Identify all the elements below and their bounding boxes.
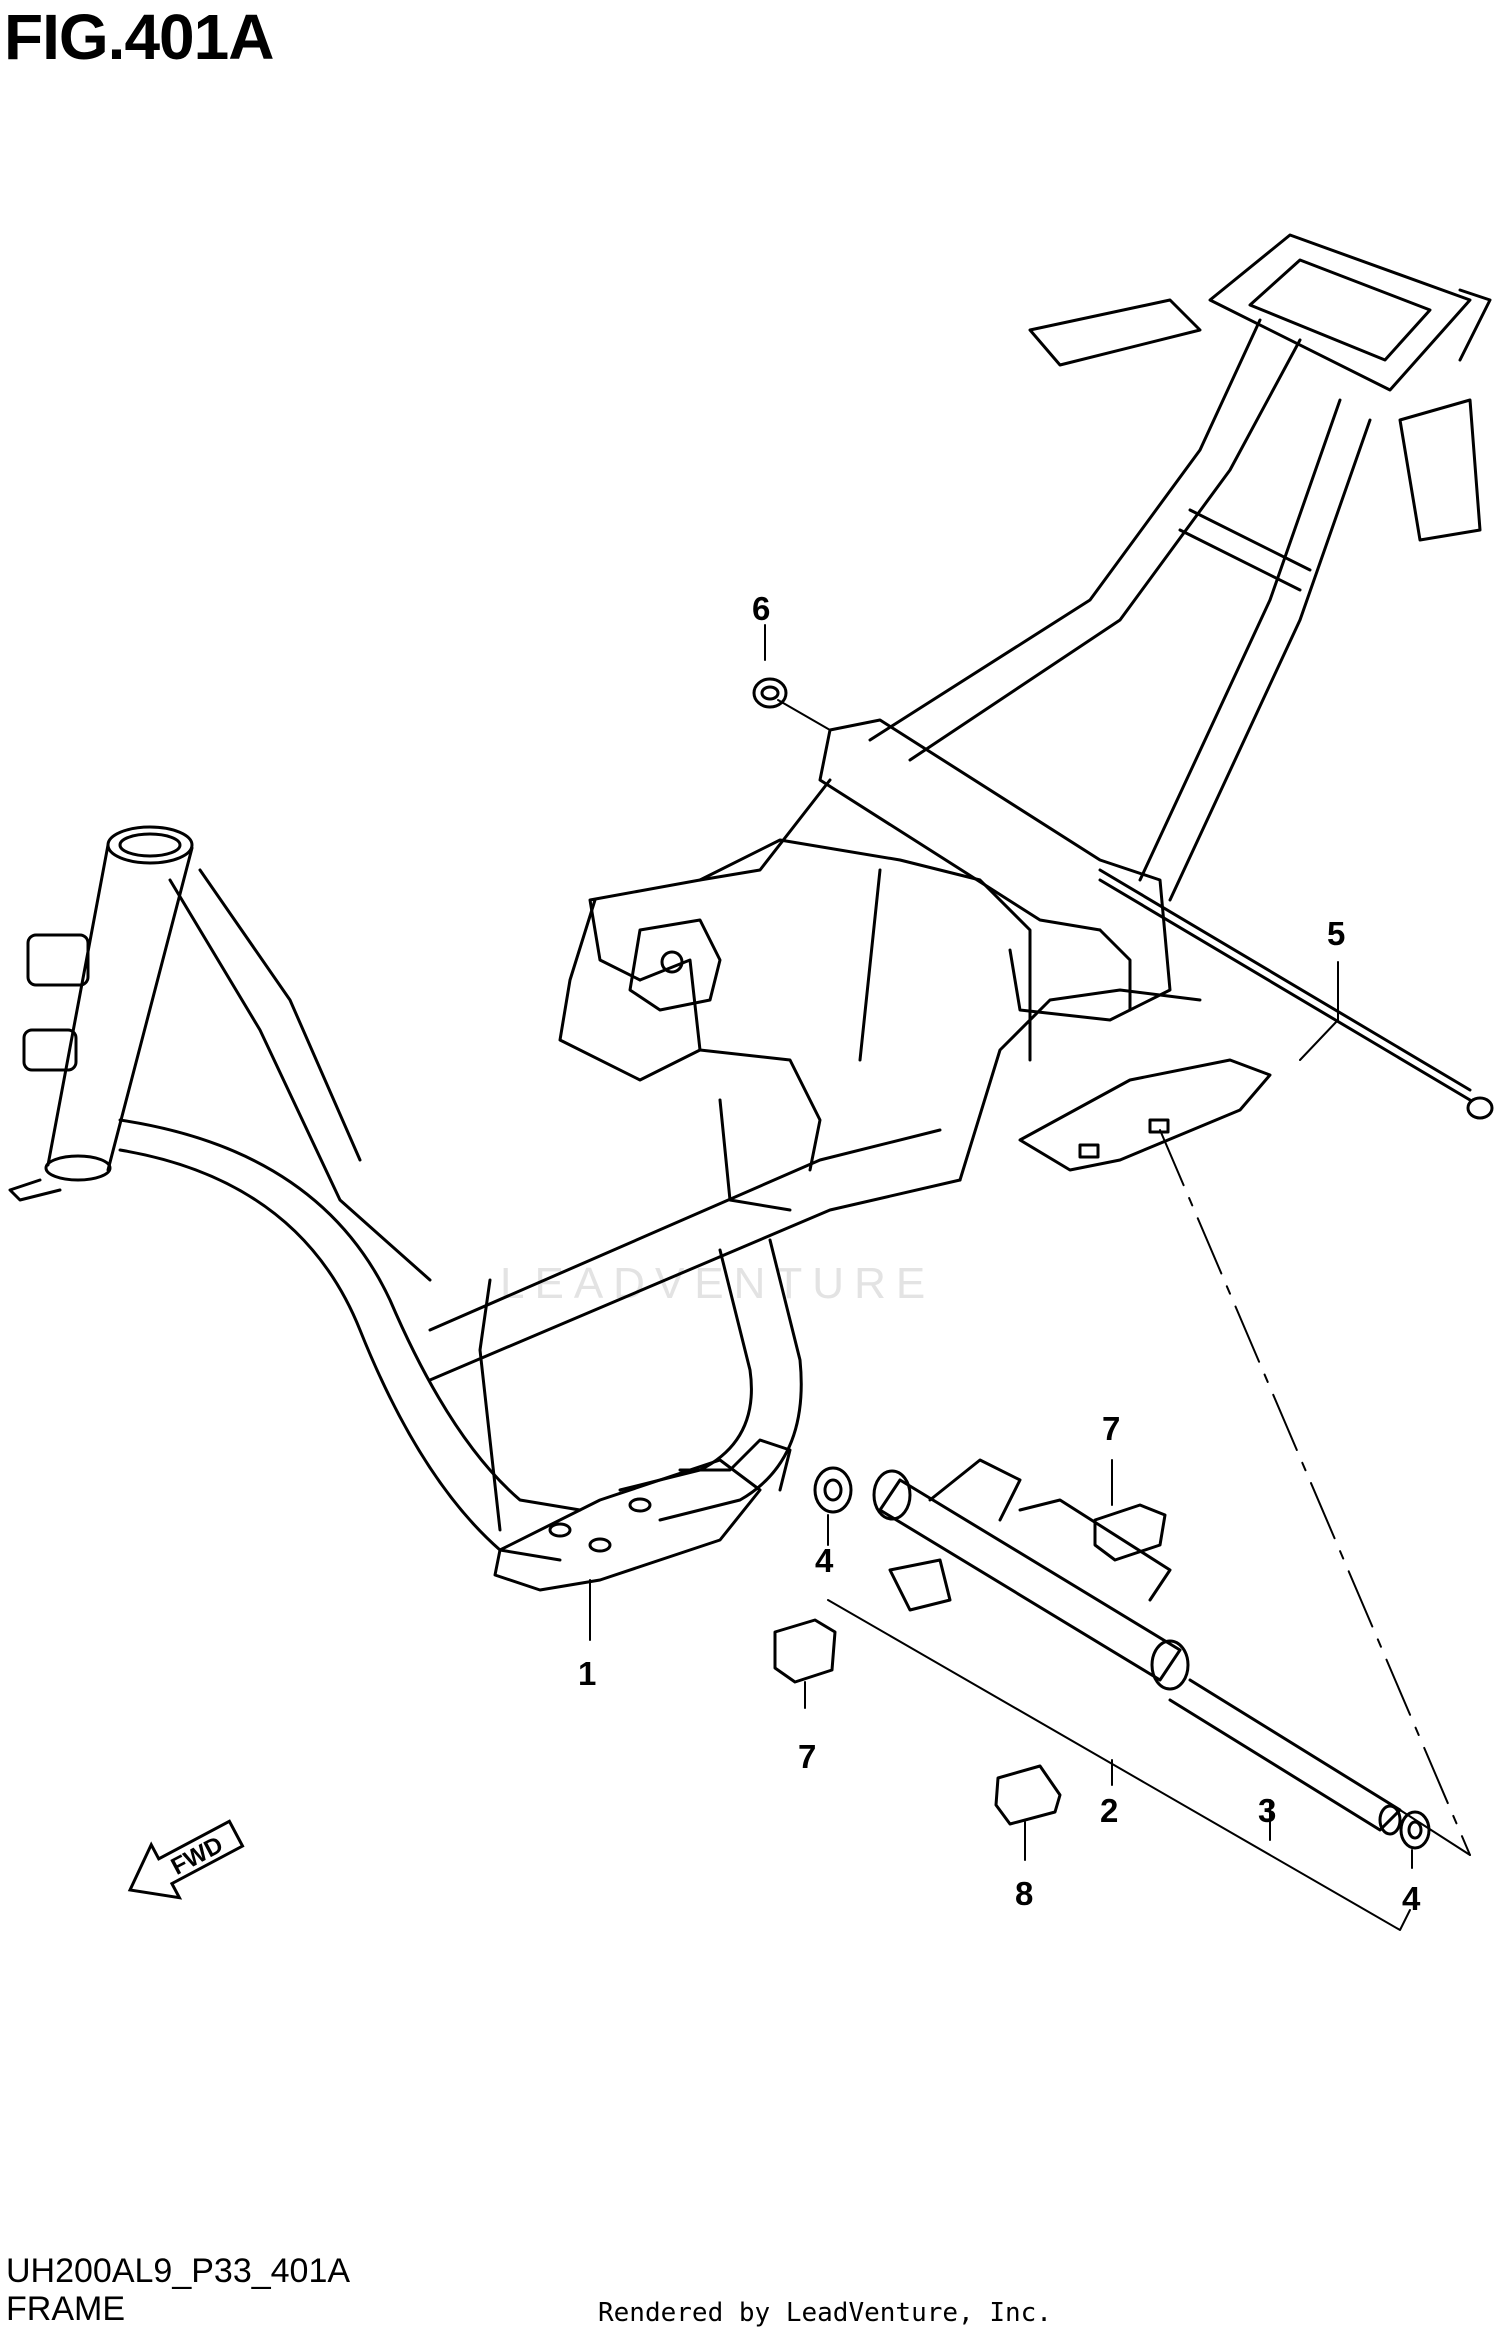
rubber-cap-part-7-lower: [773, 1618, 837, 1684]
rear-upper-tubes: [868, 318, 1372, 902]
callout-7-lower: 7: [798, 1738, 816, 1775]
figure-title: FIG.401A: [4, 1, 274, 73]
diagram-subtitle: FRAME: [6, 2290, 125, 2328]
callout-6: 6: [752, 590, 770, 627]
render-credit: Rendered by LeadVenture, Inc.: [598, 2298, 1052, 2328]
bolt-part-5: [1098, 868, 1494, 1120]
bushing-part-4-left: [813, 1466, 853, 1514]
nut-part-6: [752, 677, 788, 709]
bushing-part-4-right: [1399, 1810, 1431, 1850]
left-footrest-plate: [493, 1438, 792, 1592]
engine-mount-bracket: [628, 918, 722, 1012]
callout-3: 3: [1258, 1792, 1276, 1829]
central-cross-member: [558, 718, 1172, 1212]
right-footrest-plate: [1018, 1058, 1272, 1172]
callout-4-right: 4: [1402, 1880, 1421, 1917]
diagram-code: UH200AL9_P33_401A: [6, 2252, 351, 2290]
head-pipe: [8, 825, 194, 1202]
main-frame-tubes: [118, 868, 1202, 1562]
fwd-arrow: FWD: [127, 1819, 245, 1900]
leader-lines: [589, 624, 1471, 1931]
callout-2: 2: [1100, 1792, 1118, 1829]
rubber-cap-part-7-upper: [1093, 1503, 1167, 1562]
callout-7-upper: 7: [1102, 1410, 1120, 1447]
callout-8: 8: [1015, 1875, 1033, 1912]
callout-5: 5: [1327, 915, 1345, 952]
bracket-part-2: [872, 1458, 1190, 1691]
callout-4-left: 4: [815, 1542, 834, 1579]
clip-part-8: [994, 1764, 1062, 1826]
watermark: LEADVENTURE: [500, 1259, 935, 1308]
pipe-part-3: [1168, 1678, 1402, 1836]
rear-top-bracket: [1028, 233, 1492, 542]
callout-1: 1: [578, 1655, 596, 1692]
